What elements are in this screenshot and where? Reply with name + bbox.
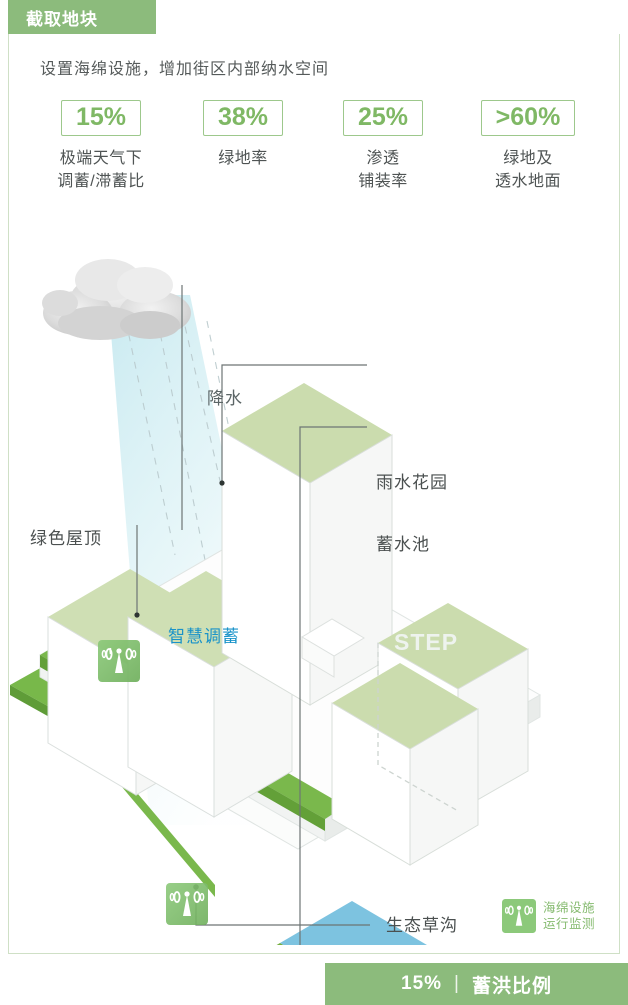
stat-value: >60% — [495, 103, 561, 131]
sensor-antenna-icon — [502, 899, 536, 933]
subtitle-text: 设置海绵设施，增加街区内部纳水空间 — [40, 61, 330, 78]
stat-item-1: 38% 绿地率 — [168, 100, 318, 170]
cloud-icon — [42, 259, 191, 340]
footer-bar: 15% | 蓄洪比例 — [325, 963, 628, 1005]
section-header-tab: 截取地块 — [8, 0, 156, 34]
retention-pond-shade — [280, 943, 284, 945]
city-block-illustration: STEP — [10, 285, 542, 945]
footer-separator: | — [454, 973, 460, 994]
stat-item-3: >60% 绿地及 透水地面 — [448, 100, 608, 194]
stat-value: 15% — [75, 103, 127, 131]
stat-value: 38% — [217, 103, 269, 131]
annotation-rain-garden: 雨水花园 — [376, 473, 448, 492]
stat-value-box: >60% — [480, 100, 576, 137]
building-center-tall — [221, 383, 393, 706]
building-connector — [301, 618, 365, 678]
illustration-stage: STEP — [0, 225, 628, 945]
annotation-smart-storage: 智慧调蓄 — [168, 627, 240, 646]
stat-label: 绿地率 — [218, 150, 268, 168]
stat-label: 绿地及 透水地面 — [494, 150, 561, 191]
annotation-cistern: 蓄水池 — [376, 535, 430, 554]
building-right-front — [331, 663, 479, 866]
stat-label: 渗透 铺装率 — [358, 150, 408, 191]
sensor-antenna-icon[interactable] — [98, 640, 140, 682]
stats-row: 15% 极端天气下 调蓄/滞蓄比 38% 绿地率 25% 渗透 铺装率 >60%… — [18, 100, 618, 210]
stat-value-box: 38% — [202, 100, 284, 137]
dashed-outline — [377, 643, 459, 812]
annotation-green-roof: 绿色屋顶 — [30, 529, 102, 548]
building-watermark: STEP — [394, 629, 458, 655]
footer-label: 蓄洪比例 — [471, 975, 552, 997]
section-title: 截取地块 — [26, 9, 98, 29]
stat-value: 25% — [357, 103, 409, 131]
stat-item-2: 25% 渗透 铺装率 — [308, 100, 458, 194]
retention-pond — [280, 901, 427, 945]
green-roof — [332, 663, 478, 749]
stat-value-box: 15% — [60, 100, 142, 137]
stat-item-0: 15% 极端天气下 调蓄/滞蓄比 — [26, 100, 176, 194]
stat-value-box: 25% — [342, 100, 424, 137]
legend-label: 海绵设施 运行监测 — [543, 900, 596, 932]
green-roof — [378, 603, 528, 689]
leader-lines — [134, 285, 370, 945]
green-roof — [222, 383, 392, 483]
legend: 海绵设施 运行监测 — [502, 899, 595, 933]
footer-value: 15% — [401, 973, 443, 994]
annotation-bioswale: 生态草沟 — [386, 916, 458, 935]
stat-label: 极端天气下 调蓄/滞蓄比 — [57, 150, 145, 191]
park-lawn-real — [276, 943, 284, 945]
sensor-antenna-icon[interactable] — [166, 883, 208, 925]
annotation-precipitation: 降水 — [207, 389, 243, 408]
